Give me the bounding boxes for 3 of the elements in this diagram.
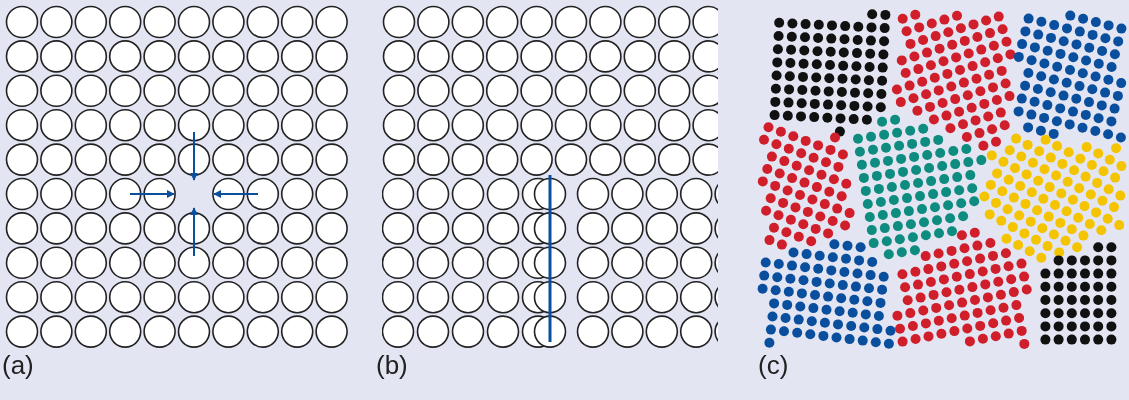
panel-label: (a)	[2, 350, 34, 380]
panel-label: (c)	[758, 350, 789, 380]
panel-label: (b)	[376, 350, 408, 380]
